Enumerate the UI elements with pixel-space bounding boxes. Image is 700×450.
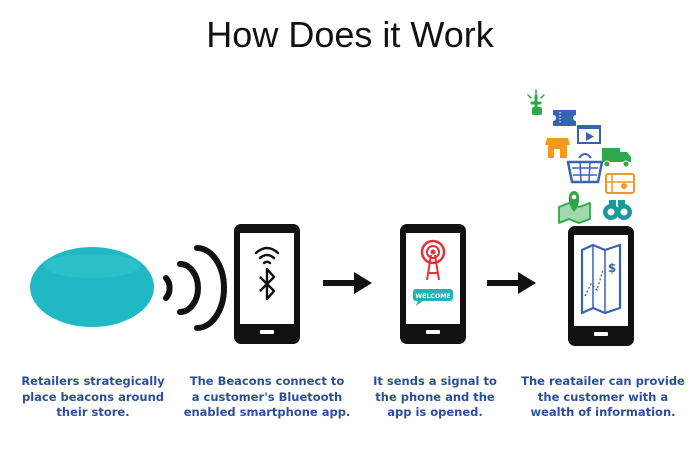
arrow-right-icon (323, 272, 372, 294)
wifi-icon (254, 246, 280, 265)
gift-card-icon (605, 173, 635, 194)
map-pin-icon (558, 191, 591, 224)
storefront-icon (545, 138, 570, 158)
store-map-icon: $ (580, 243, 622, 315)
step-1-caption: Retailers strategically place beacons ar… (21, 374, 165, 419)
svg-text:WELCOME: WELCOME (415, 293, 450, 300)
step-2-caption: The Beacons connect to a customer's Blue… (183, 374, 351, 419)
arrow-right-icon (487, 272, 536, 294)
step-4-caption: The reatailer can provide the customer w… (521, 374, 685, 419)
beacon (30, 247, 154, 327)
phone-signal: WELCOME (400, 224, 466, 344)
bluetooth-icon (259, 267, 276, 301)
shopping-basket-icon (566, 153, 604, 184)
step-3-caption: It sends a signal to the phone and the a… (373, 374, 497, 419)
phone-bluetooth (234, 224, 300, 344)
page-title: How Does it Work (206, 14, 494, 55)
svg-text:$: $ (608, 261, 616, 275)
phone-map: $ (568, 226, 634, 346)
welcome-bubble: WELCOME (413, 289, 453, 306)
delivery-truck-icon (602, 148, 631, 168)
binoculars-icon (603, 200, 632, 220)
broadcast-tower-icon (420, 239, 446, 281)
video-icon (577, 125, 601, 144)
signal-waves-icon (163, 245, 227, 331)
tap-icon (527, 89, 545, 115)
ticket-icon (553, 110, 576, 126)
